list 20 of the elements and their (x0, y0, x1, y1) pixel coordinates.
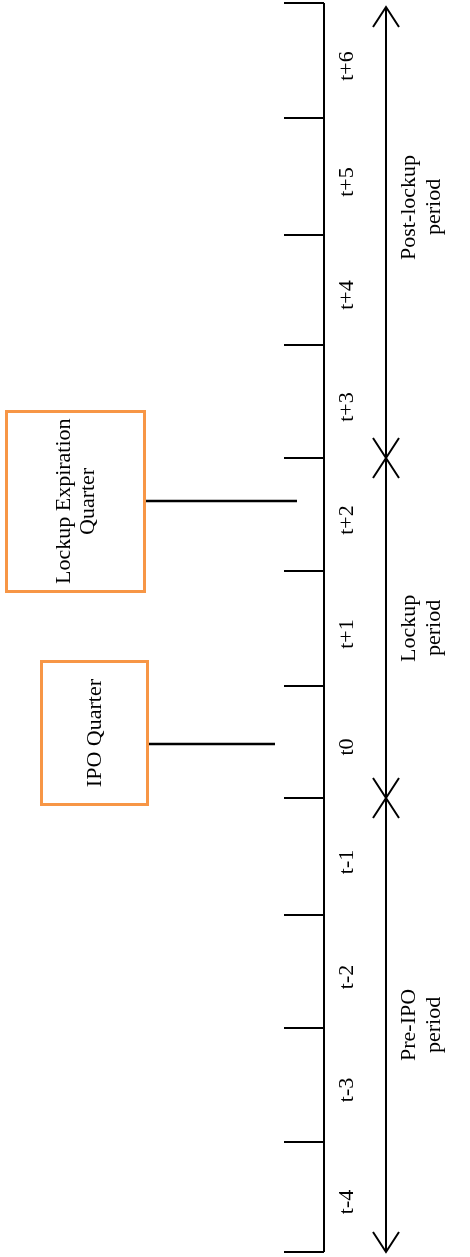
tick-label: t+1 (333, 618, 359, 649)
quarter-box (5, 410, 146, 593)
tick-label: t+2 (333, 504, 359, 535)
leader-line (146, 499, 297, 503)
tick-label: t-2 (333, 964, 359, 989)
tick-label: t-4 (333, 1189, 359, 1215)
leader-line (149, 742, 275, 746)
quarter-box (40, 660, 149, 806)
box-label: Lockup Expiration Quarter (51, 418, 100, 585)
tick-label: t-1 (333, 849, 359, 874)
tick-label: t-3 (333, 1077, 359, 1103)
period-label: Post-lockup period (394, 153, 446, 262)
box-label: IPO Quarter (82, 678, 107, 788)
tick-label: t+3 (333, 391, 359, 422)
tick-label: t+5 (333, 166, 359, 197)
period-label: Pre-IPO period (394, 987, 446, 1064)
tick-label: t+6 (333, 50, 359, 81)
tick-label: t0 (333, 738, 359, 756)
tick-label: t+4 (333, 280, 359, 310)
period-label: Lockup period (394, 593, 446, 664)
